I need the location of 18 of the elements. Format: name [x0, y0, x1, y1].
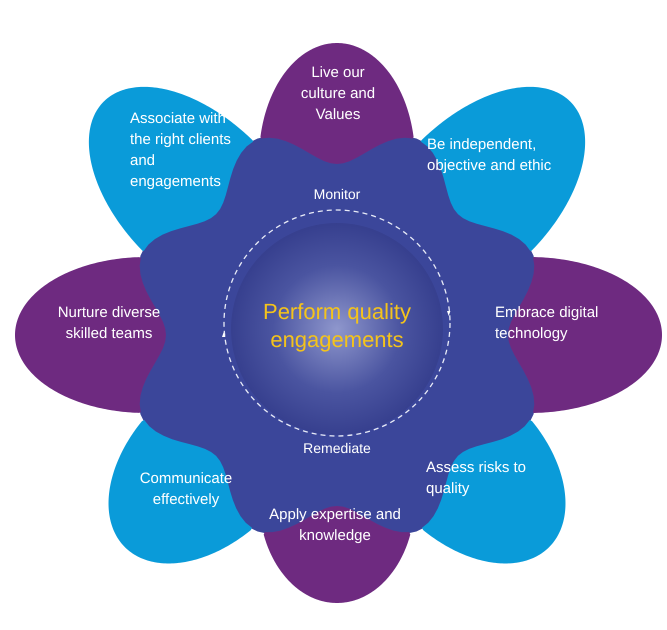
- petal-label: Communicate effectively: [138, 469, 234, 510]
- petal-shape: [88, 86, 254, 252]
- petal-label: Live our culture and Values: [300, 63, 376, 125]
- petal-label: Embrace digital technology: [495, 303, 600, 344]
- cycle-label: Monitor: [312, 185, 362, 204]
- cycle-label: Remediate: [302, 439, 372, 458]
- petal-shape: [15, 257, 166, 413]
- petal-shape: [420, 86, 586, 252]
- petal-label: Nurture diverse skilled teams: [56, 303, 162, 344]
- petal-label: Be independent, objective and ethic: [427, 135, 552, 176]
- petal-shape: [422, 420, 566, 564]
- petal-label: Associate with the right clients and engagements: [130, 109, 232, 192]
- petal-label: Apply expertise and knowledge: [268, 505, 402, 546]
- center-title: Perform quality engagements: [262, 298, 412, 354]
- petal-shape: [264, 506, 410, 603]
- petal-label: Assess risks to quality: [426, 458, 528, 499]
- petal-shape: [108, 420, 252, 564]
- petal-shape: [260, 43, 414, 164]
